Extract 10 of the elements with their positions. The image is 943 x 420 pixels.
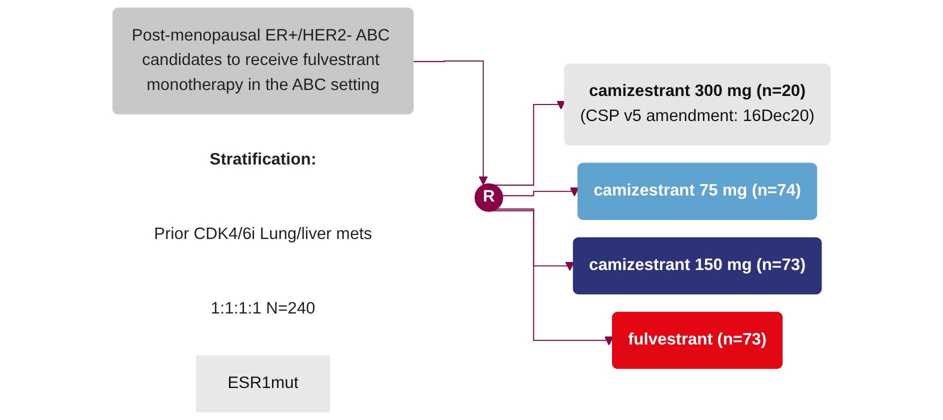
node-box: ESR1mut <box>196 355 330 412</box>
node-label: Stratification: <box>210 151 316 169</box>
arrow <box>496 208 574 271</box>
node-circle: R <box>474 183 504 212</box>
arrow <box>414 60 488 186</box>
arrow <box>492 210 614 346</box>
node-label: 1:1:1:1 N=240 <box>210 300 316 318</box>
node-label: Prior CDK4/6i Lung/liver mets <box>154 226 372 244</box>
arrow <box>494 100 566 186</box>
arrow <box>502 187 579 196</box>
